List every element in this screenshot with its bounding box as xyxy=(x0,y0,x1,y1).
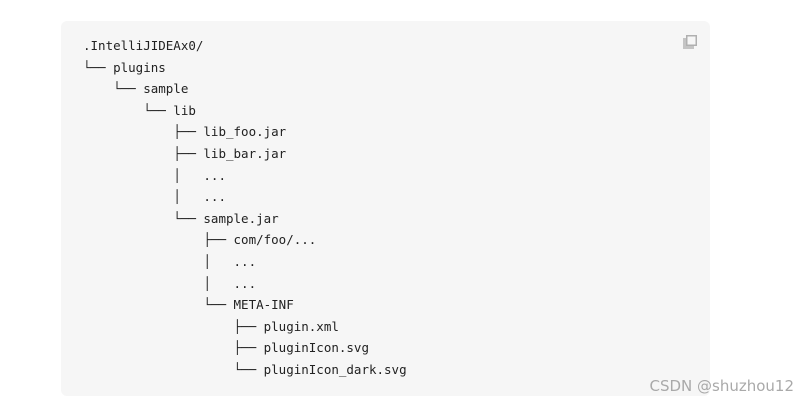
code-line-plugin-icon: ├── pluginIcon.svg xyxy=(83,340,369,356)
watermark: CSDN @shuzhou12 xyxy=(649,377,794,395)
code-line-com-foo: ├── com/foo/... xyxy=(83,232,317,248)
code-content: .IntelliJIDEAx0/ └── plugins └── sample … xyxy=(83,35,407,381)
code-line-lib-ellipsis-1: │ ... xyxy=(83,167,226,183)
code-line-plugins: └── plugins xyxy=(83,59,166,75)
code-line-plugin-icon-dark: └── pluginIcon_dark.svg xyxy=(83,361,407,377)
code-line-lib-bar: ├── lib_bar.jar xyxy=(83,145,287,161)
code-line-lib-ellipsis-2: │ ... xyxy=(83,189,226,205)
code-line-lib-foo: ├── lib_foo.jar xyxy=(83,124,287,140)
code-line-plugin-xml: ├── plugin.xml xyxy=(83,318,339,334)
code-line-lib: └── lib xyxy=(83,102,196,118)
code-line-meta-inf: └── META-INF xyxy=(83,297,294,313)
code-line-jar-ellipsis-1: │ ... xyxy=(83,253,257,269)
code-line-root: .IntelliJIDEAx0/ xyxy=(83,38,204,53)
code-block: .IntelliJIDEAx0/ └── plugins └── sample … xyxy=(61,21,710,396)
code-line-jar-ellipsis-2: │ ... xyxy=(83,275,257,291)
code-line-sample: └── sample xyxy=(83,81,189,97)
code-line-sample-jar: └── sample.jar xyxy=(83,210,279,226)
copy-icon[interactable] xyxy=(682,34,698,50)
